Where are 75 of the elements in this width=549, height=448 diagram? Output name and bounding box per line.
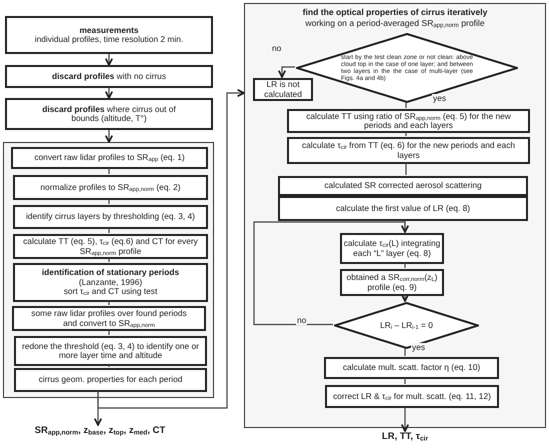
box-text: obtained a SR$_{corr,norm}$(z$_{L}$) profile (eq. 9) [346,273,438,292]
box-text: LR is not calculated [263,80,303,99]
box-text: sort τ$_{cir}$ and CT using test [64,287,158,297]
arrow [104,54,114,66]
box-text: calculate TT (eq. 5), τ$_{cir}$ (eq.6) and CT for every SR$_{app,norm}$ profile [22,237,199,256]
arrow [97,88,245,409]
process-box [11,147,208,169]
box-heading: identification of stationary periods [42,268,180,278]
output-label: LR, TT, τ$_{cir}$ [330,431,480,447]
box-text: calculate mult. scatt. factor η (eq. 10) [342,363,480,373]
decision-text: LR$_{i}$ – LR$_{i-1}$ = 0 [379,320,434,330]
edge-label: yes [411,343,426,352]
panel-heading: find the optical properties of cirrus iteratively [302,7,488,18]
connector-line [108,258,110,262]
process-box [14,368,207,392]
box-text: individual profiles, time resolution 2 min. [34,35,184,44]
process-box [13,205,208,229]
process-box [5,98,213,130]
connector-line [404,263,406,268]
box-heading: measurements [79,26,139,35]
box-text: calculate τ$_{cir}$ from TT (eq. 6) for the new periods and each layers [300,141,516,160]
arrow [278,66,295,78]
arrow [400,294,410,302]
process-box [5,65,213,88]
process-box [325,385,499,408]
process-box [5,16,213,54]
process-box [278,176,528,196]
box-text: calculate the first value of LR (eq. 8) [336,204,470,214]
box-text: identify cirrus layers by thresholding (eq. 3, 4) [26,212,195,222]
group-panel [244,3,546,428]
connector-line [108,301,110,305]
edge-label: no [271,44,282,54]
box-text: calculated SR corrected aerosol scattering [324,181,482,191]
process-box [14,336,207,366]
process-box [324,357,499,379]
connector-line [108,365,110,367]
process-box [340,269,444,296]
panel-subheading: working on a period-averaged SR$_{app,norm}$ profile [304,18,486,28]
process-box [12,306,206,331]
box-text: redone the threshold (eq. 3, 4) to identify one or more layer time and altitude [21,342,200,360]
box-text: correct LR & τ$_{cir}$ for mult. scatt. (eq. 11, 12) [333,392,491,402]
connector-line [108,168,110,174]
box-text: discard profiles with no cirrus [52,72,166,82]
process-box [13,175,208,200]
box-text: normalize profiles to SR$_{app,norm}$ (eq. 2) [40,182,181,192]
process-box [278,196,528,221]
box-text: (Lanzante, 1996) [78,278,142,288]
box-text: calculate τ$_{cir}$(L) integrating each “L” layer (eq. 8) [342,239,442,258]
output-label: SR$_{app,norm}$, z$_{base}$, z$_{top}$, z$_{med}$, CT [10,425,190,441]
process-box [287,109,530,133]
process-box [13,263,208,302]
connector-line [405,132,407,136]
arrow [104,130,114,143]
arrow [104,88,114,99]
arrow [400,407,410,432]
connector-line [108,199,110,204]
connector-line [404,348,406,356]
group-panel [3,142,214,398]
box-text: discard profiles where cirrus out of bounds (altitude, T°) [41,104,177,124]
box-text: convert raw lidar profiles to SR$_{app}$ (eq. 1) [34,153,185,163]
box-text: calculate TT using ratio of SR$_{app,norm}$ (eq. 5) for the new periods and each layers [305,112,512,130]
process-box [13,234,208,259]
box-text: some raw lidar profiles over found periods and convert to SR$_{app,norm}$ [30,309,188,328]
connector-line [108,330,110,335]
edge-label: no [296,316,308,326]
edge-label: yes [432,94,448,104]
box-text: cirrus geom. properties for each period [38,375,182,385]
process-box [253,78,313,101]
arrow [253,221,410,326]
connector-line [405,102,407,108]
connector-line [404,378,406,384]
connector-line [405,163,407,175]
process-box [340,233,444,264]
connector-line [108,228,110,233]
process-box [287,137,530,164]
